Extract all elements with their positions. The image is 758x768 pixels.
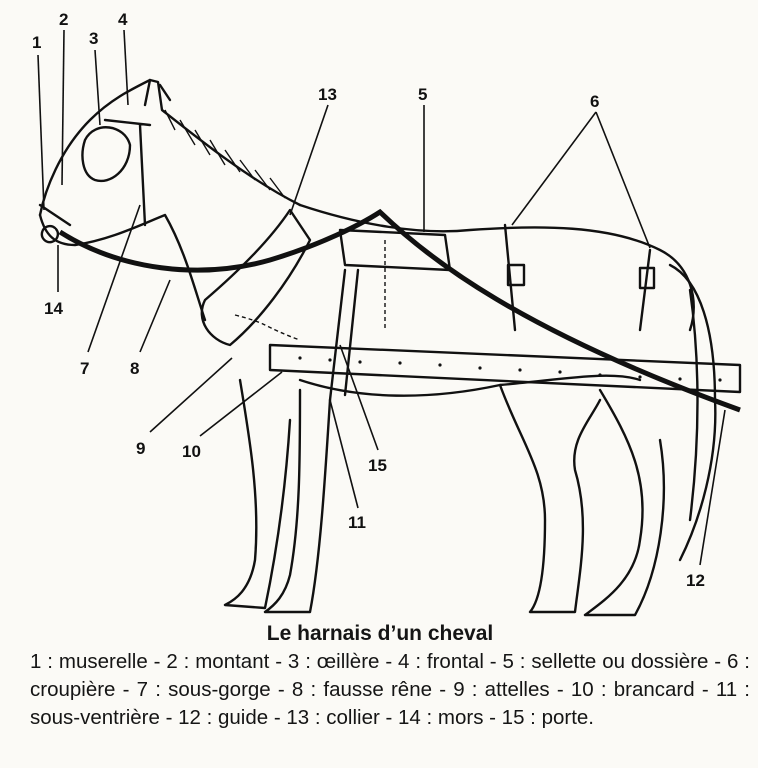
label-7: 7 bbox=[80, 359, 89, 378]
shaft-dots bbox=[298, 356, 722, 382]
caption: Le harnais d’un cheval 1 : muserelle - 2… bbox=[30, 622, 750, 732]
label-12: 12 bbox=[686, 571, 705, 590]
label-2: 2 bbox=[59, 10, 68, 29]
label-11: 11 bbox=[348, 513, 366, 532]
caption-title: Le harnais d’un cheval bbox=[266, 622, 494, 645]
label-8: 8 bbox=[130, 359, 139, 378]
label-9: 9 bbox=[136, 439, 145, 458]
label-14: 14 bbox=[44, 299, 63, 318]
leader-lines bbox=[37, 29, 726, 566]
label-1: 1 bbox=[32, 33, 41, 52]
caption-legend: 1 : muserelle - 2 : montant - 3 : œillèr… bbox=[30, 650, 750, 729]
label-15: 15 bbox=[368, 456, 387, 475]
horse-drawing bbox=[38, 78, 742, 617]
label-4: 4 bbox=[118, 10, 128, 29]
label-6: 6 bbox=[590, 92, 599, 111]
harness-diagram: 1 2 3 4 13 5 6 14 7 8 9 10 15 11 12 bbox=[32, 10, 742, 617]
label-3: 3 bbox=[89, 29, 98, 48]
label-13: 13 bbox=[318, 85, 337, 104]
label-5: 5 bbox=[418, 85, 427, 104]
label-10: 10 bbox=[182, 442, 201, 461]
part-labels: 1 2 3 4 13 5 6 14 7 8 9 10 15 11 12 bbox=[32, 10, 705, 590]
